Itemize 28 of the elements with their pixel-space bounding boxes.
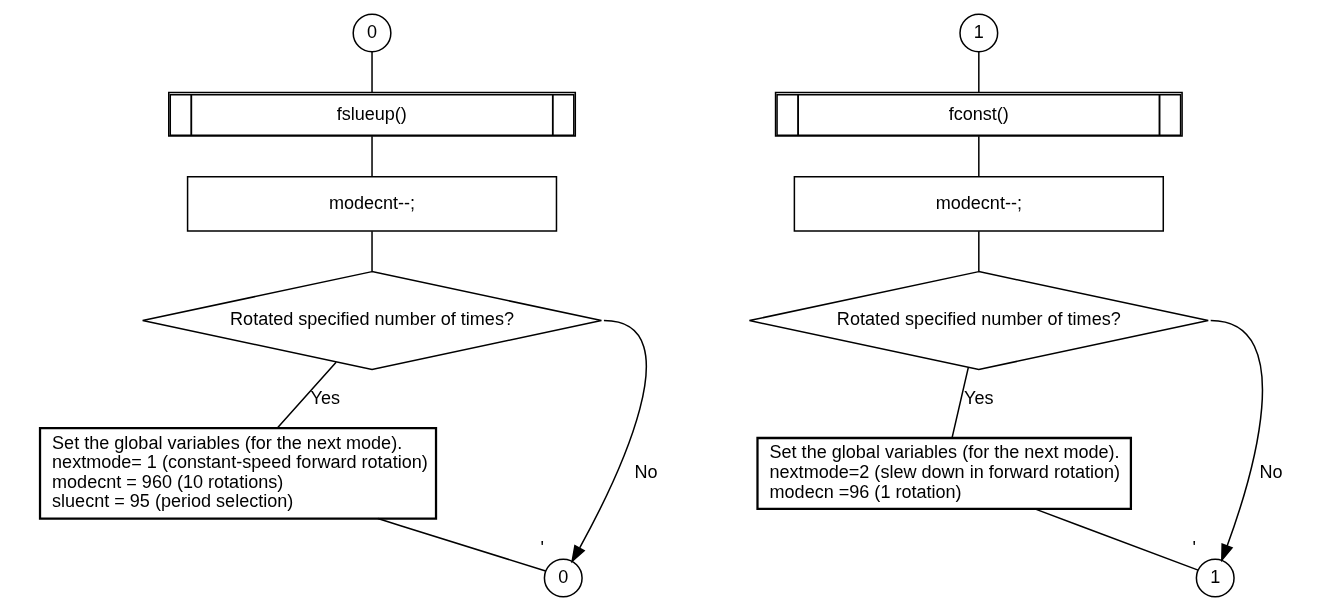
connector (371, 230, 373, 273)
node-box: modecnt--; (793, 176, 1165, 232)
node-diamond: Rotated specified number of times? (748, 270, 1209, 371)
arrow (1209, 319, 1264, 563)
connector (371, 135, 373, 178)
connector (1034, 508, 1199, 571)
connector (377, 517, 547, 572)
connector (978, 135, 980, 178)
edge-label: No (1259, 462, 1283, 483)
arrow (571, 319, 648, 564)
edge-label: No (634, 462, 658, 483)
node-diamond: Rotated specified number of times? (141, 270, 603, 371)
connector (951, 366, 970, 439)
edge-label: Yes (310, 387, 341, 408)
node-circle: 1 (959, 13, 999, 53)
node-circle: 0 (543, 558, 583, 598)
node-box: Set the global variables (for the next mode). nextmode=2 (slew down in forward rotation) modecn =96 (1 rotation) (756, 436, 1133, 510)
node-box: Set the global variables (for the next mode). nextmode= 1 (constant-speed forward rotation) modecnt = 960 (10 rotations) sluecnt = 95 (period selection) (38, 427, 438, 520)
connector (371, 51, 373, 93)
node-label: ' (540, 538, 544, 559)
node-circle: 1 (1195, 558, 1235, 598)
node-label: ' (1192, 538, 1196, 559)
connector (276, 361, 337, 429)
node-circle: 0 (352, 13, 392, 53)
edge-label: Yes (964, 387, 994, 408)
connector (978, 51, 980, 93)
connector (978, 230, 980, 273)
node-box: modecnt--; (186, 176, 558, 232)
